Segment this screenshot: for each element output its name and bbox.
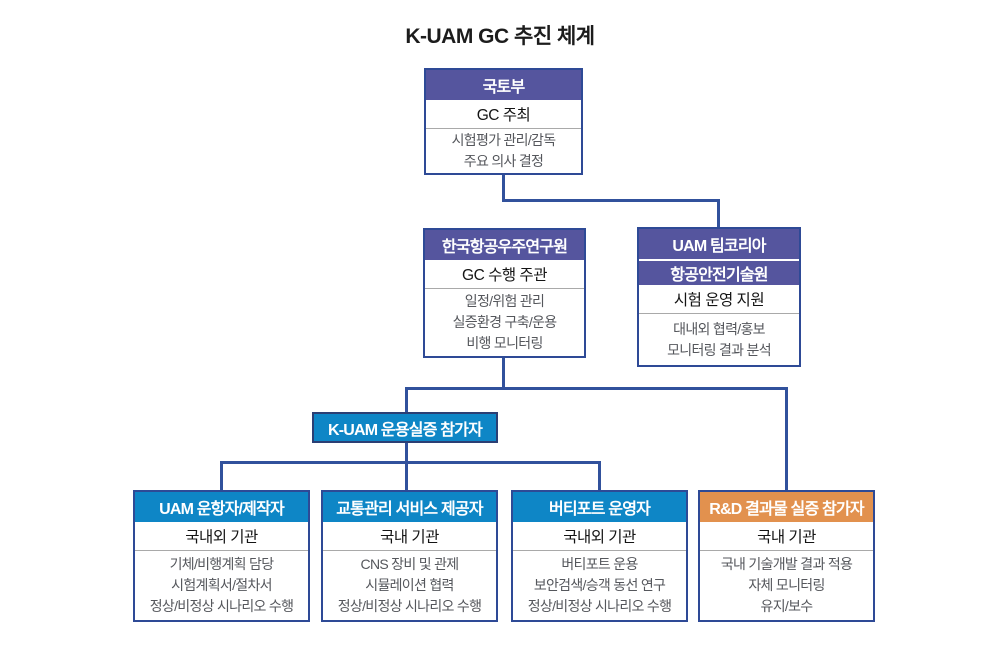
node-team-korea-header: UAM 팀코리아 — [639, 229, 799, 259]
connector-line — [502, 356, 505, 389]
item-line: 국내 기술개발 결과 적용 — [720, 556, 853, 572]
item-line: 시험평가 관리/감독 — [451, 132, 557, 148]
item-line: 자체 모니터링 — [748, 577, 825, 593]
node-team-korea: UAM 팀코리아 항공안전기술원 시험 운영 지원 대내외 협력/홍보 모니터링… — [637, 227, 801, 367]
node-moit-role: GC 주최 — [426, 100, 581, 129]
node-rnd-items: 국내 기술개발 결과 적용 자체 모니터링 유지/보수 — [700, 551, 873, 620]
node-vertiport: 버티포트 운영자 국내외 기관 버티포트 운용 보안검색/승객 동선 연구 정상… — [511, 490, 688, 622]
node-operators-role: 국내외 기관 — [135, 522, 308, 551]
item-line: 정상/비정상 시나리오 수행 — [527, 598, 672, 614]
node-kiast-header: 항공안전기술원 — [639, 261, 799, 285]
node-moit: 국토부 GC 주최 시험평가 관리/감독 주요 의사 결정 — [424, 68, 583, 175]
header-divider — [639, 259, 799, 261]
connector-line — [717, 199, 720, 228]
item-line: 시뮬레이션 협력 — [365, 577, 454, 593]
node-vertiport-role: 국내외 기관 — [513, 522, 686, 551]
node-kari-role: GC 수행 주관 — [425, 260, 584, 289]
connector-line — [785, 387, 788, 491]
item-line: 정상/비정상 시나리오 수행 — [337, 598, 482, 614]
node-rnd: R&D 결과물 실증 참가자 국내 기관 국내 기술개발 결과 적용 자체 모니… — [698, 490, 875, 622]
item-line: 정상/비정상 시나리오 수행 — [149, 598, 294, 614]
node-team-korea-items: 대내외 협력/홍보 모니터링 결과 분석 — [639, 314, 799, 365]
item-line: 비행 모니터링 — [466, 335, 543, 351]
node-kari: 한국항공우주연구원 GC 수행 주관 일정/위험 관리 실증환경 구축/운용 비… — [423, 228, 586, 358]
node-team-korea-role: 시험 운영 지원 — [639, 285, 799, 314]
item-line: 일정/위험 관리 — [464, 293, 545, 309]
item-line: CNS 장비 및 관제 — [360, 556, 460, 572]
node-operators: UAM 운항자/제작자 국내외 기관 기체/비행계획 담당 시험계획서/절차서 … — [133, 490, 310, 622]
connector-line — [220, 461, 601, 464]
connector-line — [405, 441, 408, 464]
connector-line — [405, 461, 408, 491]
item-line: 실증환경 구축/운용 — [452, 314, 558, 330]
node-rnd-header: R&D 결과물 실증 참가자 — [700, 492, 873, 522]
item-line: 모니터링 결과 분석 — [667, 341, 772, 358]
node-kari-header: 한국항공우주연구원 — [425, 230, 584, 260]
node-traffic-service-items: CNS 장비 및 관제 시뮬레이션 협력 정상/비정상 시나리오 수행 — [323, 551, 496, 620]
node-vertiport-items: 버티포트 운용 보안검색/승객 동선 연구 정상/비정상 시나리오 수행 — [513, 551, 686, 620]
connector-line — [502, 199, 720, 202]
connector-line — [405, 387, 787, 390]
participants-banner: K-UAM 운용실증 참가자 — [312, 412, 498, 443]
node-traffic-service-header: 교통관리 서비스 제공자 — [323, 492, 496, 522]
item-line: 기체/비행계획 담당 — [169, 556, 275, 572]
node-kari-items: 일정/위험 관리 실증환경 구축/운용 비행 모니터링 — [425, 289, 584, 356]
connector-line — [502, 173, 505, 202]
connector-line — [598, 461, 601, 491]
page-title: K-UAM GC 추진 체계 — [405, 25, 595, 48]
node-traffic-service-role: 국내 기관 — [323, 522, 496, 551]
item-line: 대내외 협력/홍보 — [673, 320, 765, 337]
item-line: 버티포트 운용 — [561, 556, 638, 572]
node-moit-items: 시험평가 관리/감독 주요 의사 결정 — [426, 129, 581, 173]
node-operators-header: UAM 운항자/제작자 — [135, 492, 308, 522]
item-line: 유지/보수 — [760, 598, 814, 614]
node-operators-items: 기체/비행계획 담당 시험계획서/절차서 정상/비정상 시나리오 수행 — [135, 551, 308, 620]
item-line: 주요 의사 결정 — [463, 153, 544, 169]
node-moit-header: 국토부 — [426, 70, 581, 100]
item-line: 시험계획서/절차서 — [171, 577, 272, 593]
node-vertiport-header: 버티포트 운영자 — [513, 492, 686, 522]
connector-line — [220, 461, 223, 491]
connector-line — [405, 387, 408, 413]
node-traffic-service: 교통관리 서비스 제공자 국내 기관 CNS 장비 및 관제 시뮬레이션 협력 … — [321, 490, 498, 622]
item-line: 보안검색/승객 동선 연구 — [533, 577, 666, 593]
node-rnd-role: 국내 기관 — [700, 522, 873, 551]
